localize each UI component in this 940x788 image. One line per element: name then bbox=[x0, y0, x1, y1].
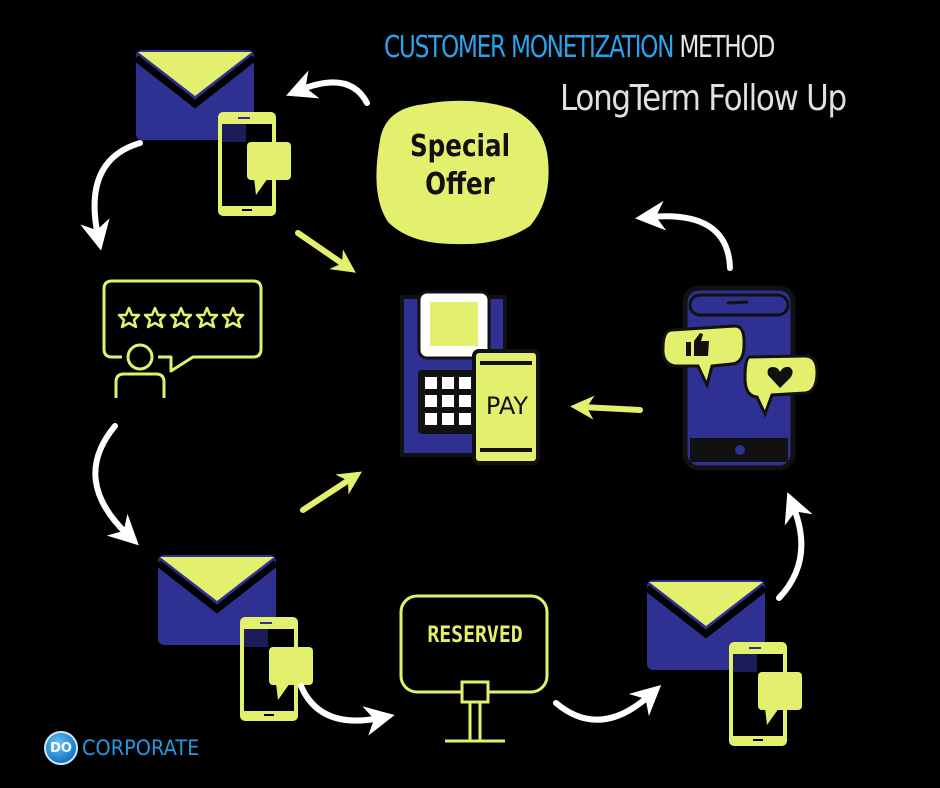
special-offer-line2: Offer bbox=[425, 167, 495, 202]
logo-name: CORPORATE bbox=[82, 736, 200, 760]
title-highlight: CUSTOMER MONETIZATION bbox=[384, 30, 675, 65]
reserved-label: RESERVED bbox=[427, 623, 523, 648]
payment-terminal-icon bbox=[400, 290, 540, 465]
do-corporate-logo: DO CORPORATE bbox=[44, 730, 210, 766]
phone-like-heart-icon bbox=[661, 285, 819, 471]
page-title: CUSTOMER MONETIZATION METHOD bbox=[384, 30, 775, 65]
reserved-sign-icon bbox=[399, 594, 549, 743]
pay-arrows bbox=[295, 230, 643, 513]
logo-mark: DO bbox=[44, 731, 78, 765]
flow-arrows bbox=[80, 70, 813, 736]
special-offer-line1: Special bbox=[409, 129, 511, 164]
email-phone-chat-icon bbox=[647, 580, 802, 746]
pay-label: PAY bbox=[485, 392, 529, 420]
five-star-review-icon bbox=[102, 279, 263, 398]
special-offer-label: Special Offer bbox=[388, 128, 532, 204]
email-phone-chat-icon bbox=[136, 50, 291, 216]
special-offer-badge bbox=[376, 100, 549, 245]
email-phone-chat-icon bbox=[158, 555, 313, 721]
title-rest: METHOD bbox=[679, 30, 775, 65]
page-subtitle: LongTerm Follow Up bbox=[560, 78, 847, 119]
